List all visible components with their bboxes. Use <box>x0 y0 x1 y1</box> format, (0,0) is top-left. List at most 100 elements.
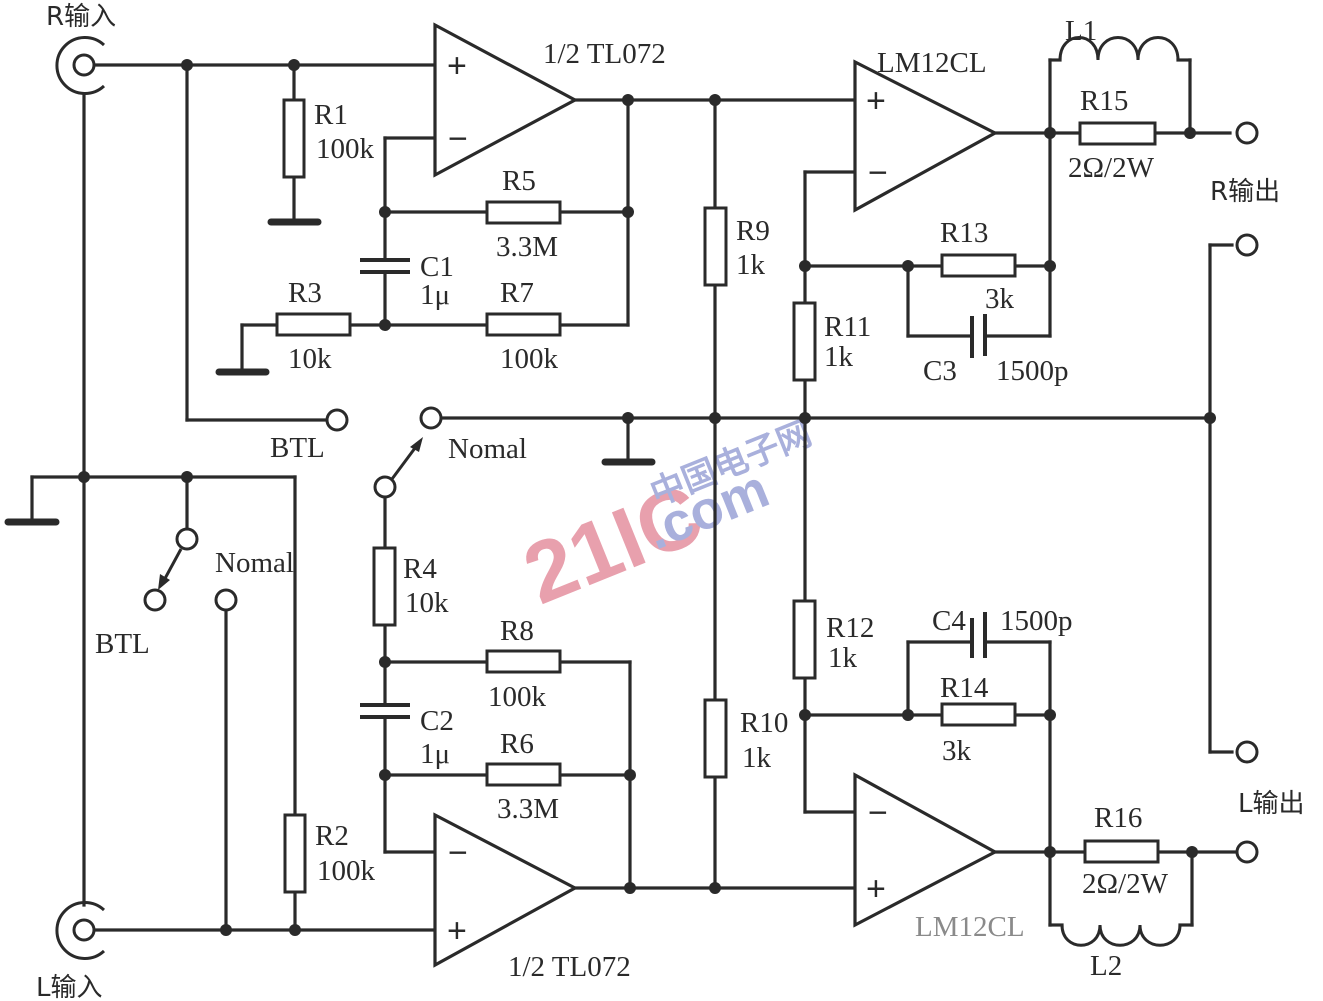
r1-ref: R1 <box>314 99 348 131</box>
capacitor-c4 <box>970 612 987 658</box>
r3-ref: R3 <box>288 277 322 309</box>
opamp-u3-minus: − <box>868 154 888 192</box>
r13-ref: R13 <box>940 217 988 249</box>
switch-sw1[interactable] <box>143 527 238 612</box>
sw1-normal-label: Nomal <box>215 547 294 579</box>
opamp-u3-label: LM12CL <box>877 47 987 79</box>
c4-value: 1500p <box>1000 605 1073 637</box>
r2-value: 100k <box>317 855 376 887</box>
r14-value: 3k <box>942 735 972 767</box>
l-input-label: L输入 <box>36 973 103 1001</box>
r13-value: 3k <box>985 283 1015 315</box>
sw2-normal-label: Nomal <box>448 433 527 465</box>
switch-sw2[interactable] <box>325 406 443 499</box>
opamp-u4-label: LM12CL <box>915 911 1025 943</box>
r8-ref: R8 <box>500 615 534 647</box>
resistor-r9 <box>703 206 728 287</box>
resistor-r14 <box>940 702 1017 727</box>
r-output-label: R输出 <box>1210 177 1280 207</box>
labels: R输入 L输入 R输出 L输出 1/2 TL072 LM12CL 1/2 TL0… <box>36 2 1305 1001</box>
opamp-u1-plus: + <box>447 47 467 85</box>
watermark: 21IC .com 中国电子网 <box>511 414 817 623</box>
r9-ref: R9 <box>736 215 770 247</box>
r16-ref: R16 <box>1094 802 1142 834</box>
r-output-terminal[interactable] <box>1235 121 1259 145</box>
r6-value: 3.3M <box>497 793 559 825</box>
l-output-terminal[interactable] <box>1235 840 1259 864</box>
resistor-r1 <box>282 98 306 179</box>
c1-ref: C1 <box>420 251 454 283</box>
sw1-btl-label: BTL <box>95 628 150 660</box>
c3-ref: C3 <box>923 355 957 387</box>
r11-value: 1k <box>824 341 854 373</box>
opamp-u2-minus: − <box>448 834 468 872</box>
resistor-r8 <box>485 649 562 674</box>
opamp-u2-plus: + <box>447 912 467 950</box>
r7-ref: R7 <box>500 277 534 309</box>
resistor-r5 <box>485 200 562 225</box>
r5-value: 3.3M <box>496 231 558 263</box>
r4-ref: R4 <box>403 553 437 585</box>
resistor-r2 <box>283 813 307 894</box>
resistor-r7 <box>485 312 562 337</box>
r7-value: 100k <box>500 343 559 375</box>
resistor-r13 <box>940 253 1017 278</box>
r15-value: 2Ω/2W <box>1068 152 1155 184</box>
opamp-u4-minus: − <box>868 794 888 832</box>
r4-value: 10k <box>405 587 449 619</box>
r1-value: 100k <box>316 133 375 165</box>
r10-value: 1k <box>742 742 772 774</box>
resistor-r10 <box>703 698 728 779</box>
r-input-jack[interactable] <box>55 36 106 95</box>
r3-value: 10k <box>288 343 332 375</box>
l2-ref: L2 <box>1090 950 1122 982</box>
resistor-r4 <box>372 546 397 627</box>
r8-value: 100k <box>488 681 547 713</box>
l-input-jack[interactable] <box>55 901 106 960</box>
r12-ref: R12 <box>826 612 874 644</box>
r9-value: 1k <box>736 249 766 281</box>
l-output-return-terminal[interactable] <box>1235 740 1259 764</box>
opamp-u2: − + <box>433 812 579 968</box>
opamp-u4: − + <box>853 772 999 928</box>
c2-value: 1μ <box>420 738 450 770</box>
opamp-u3: + − <box>853 59 999 213</box>
capacitor-c1 <box>360 258 410 274</box>
r-output-return-terminal[interactable] <box>1235 233 1259 257</box>
sw2-btl-label: BTL <box>270 432 325 464</box>
opamp-u1-label: 1/2 TL072 <box>543 38 666 70</box>
capacitor-c3 <box>970 314 987 358</box>
r15-ref: R15 <box>1080 85 1128 117</box>
r5-ref: R5 <box>502 165 536 197</box>
junction-dots <box>78 59 1216 936</box>
wires <box>4 58 1237 932</box>
l1-ref: L1 <box>1065 15 1097 47</box>
r-input-label: R输入 <box>46 2 116 32</box>
r10-ref: R10 <box>740 707 788 739</box>
resistor-r3 <box>275 312 352 337</box>
resistor-r12 <box>792 599 817 680</box>
resistor-r11 <box>792 301 817 382</box>
opamp-u1-minus: − <box>448 120 468 158</box>
l-output-label: L输出 <box>1238 789 1305 819</box>
c2-ref: C2 <box>420 705 454 737</box>
resistors <box>275 98 1160 894</box>
c4-ref: C4 <box>932 605 966 637</box>
c3-value: 1500p <box>996 355 1069 387</box>
resistor-r15 <box>1078 121 1157 146</box>
opamp-u1: + − <box>433 22 579 178</box>
c1-value: 1μ <box>420 279 450 311</box>
r12-value: 1k <box>828 642 858 674</box>
opamp-u2-label: 1/2 TL072 <box>508 951 631 983</box>
r16-value: 2Ω/2W <box>1082 868 1169 900</box>
inductor-l2 <box>1060 924 1182 947</box>
r11-ref: R11 <box>824 311 871 343</box>
r6-ref: R6 <box>500 728 534 760</box>
r14-ref: R14 <box>940 672 989 704</box>
resistor-r6 <box>485 762 562 787</box>
opamp-u3-plus: + <box>866 82 886 120</box>
opamp-u4-plus: + <box>866 870 886 908</box>
capacitor-c2 <box>360 703 410 719</box>
inductor-l1 <box>1058 36 1180 61</box>
